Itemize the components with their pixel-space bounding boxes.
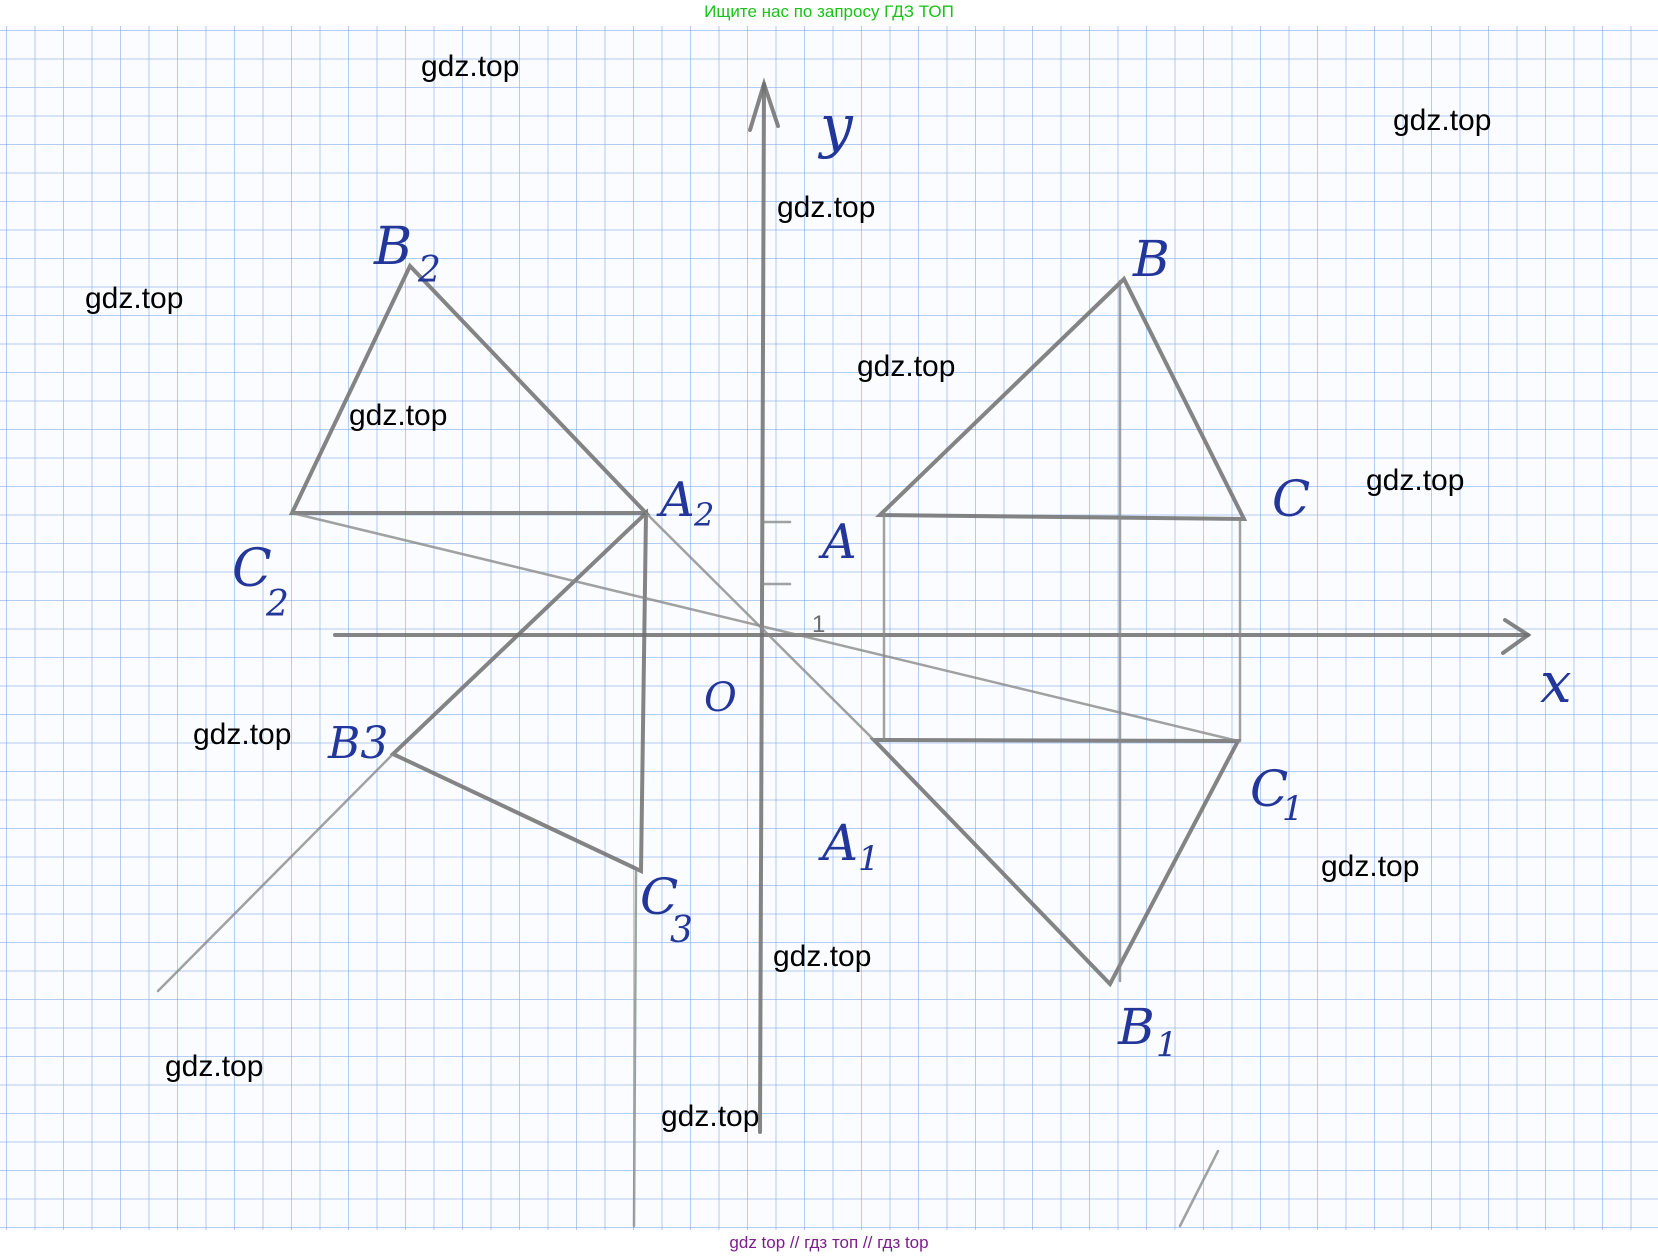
watermark: gdz.top bbox=[1366, 464, 1465, 497]
construction-line-b3-extension bbox=[156, 752, 395, 993]
triangle-a2b2c2 bbox=[288, 262, 651, 515]
watermark: gdz.top bbox=[773, 940, 872, 973]
label-a: A bbox=[818, 514, 857, 570]
watermark: gdz.top bbox=[349, 399, 448, 432]
watermark: gdz.top bbox=[661, 1100, 760, 1133]
label-c: C bbox=[1272, 470, 1310, 528]
x-axis-label: x bbox=[1540, 651, 1572, 716]
triangle-abc bbox=[875, 275, 1248, 522]
label-a1: A bbox=[818, 814, 858, 872]
graph-paper-sheet: y x O 1 B C A A 1 B 1 C 1 A 2 B 2 C 2 B3… bbox=[0, 26, 1658, 1230]
watermark: gdz.top bbox=[1393, 104, 1492, 137]
y-axis-line bbox=[758, 82, 766, 1134]
unit-label: 1 bbox=[812, 611, 825, 638]
origin-label: O bbox=[704, 675, 737, 721]
construction-line-a2-a1 bbox=[644, 511, 876, 742]
label-a2-subscript: 2 bbox=[693, 496, 714, 534]
label-b2: B bbox=[373, 217, 412, 277]
watermark: gdz.top bbox=[193, 718, 292, 751]
y-axis-arrow bbox=[748, 77, 780, 132]
bottom-banner: gdz top // гдз топ // гдз top bbox=[729, 1233, 929, 1252]
label-c2-subscript: 2 bbox=[265, 584, 289, 625]
label-b: B bbox=[1132, 230, 1170, 288]
label-b1-subscript: 1 bbox=[1156, 1025, 1178, 1065]
label-a1-subscript: 1 bbox=[858, 839, 880, 879]
watermark: gdz.top bbox=[85, 282, 184, 315]
label-c1: C bbox=[1250, 760, 1288, 818]
stray-pencil-mark bbox=[1178, 1149, 1220, 1228]
watermark: gdz.top bbox=[857, 350, 956, 383]
construction-line-c3-extension bbox=[632, 869, 638, 1228]
triangle-a1b1c1 bbox=[869, 737, 1242, 988]
label-c3: C bbox=[640, 868, 678, 926]
watermark: gdz.top bbox=[777, 191, 876, 224]
label-c1-subscript: 1 bbox=[1282, 789, 1304, 829]
geometry-drawing: y x O 1 B C A A 1 B 1 C 1 A 2 B 2 C 2 B3… bbox=[156, 77, 1572, 1228]
label-b3: B3 bbox=[327, 718, 388, 769]
label-b2-subscript: 2 bbox=[417, 250, 441, 291]
watermark: gdz.top bbox=[1321, 850, 1420, 883]
triangle-a2b3c3 bbox=[389, 508, 649, 875]
watermark: gdz.top bbox=[421, 50, 520, 83]
y-axis-label: y bbox=[817, 92, 854, 160]
label-a2: A bbox=[656, 472, 695, 528]
label-c2: C bbox=[232, 539, 272, 599]
top-banner: Ищите нас по запросу ГДЗ ТОП bbox=[704, 2, 954, 21]
x-axis-arrow bbox=[1501, 618, 1532, 655]
construction-line-c2-c1 bbox=[290, 511, 1240, 743]
label-b1: B bbox=[1117, 998, 1155, 1056]
watermark: gdz.top bbox=[165, 1050, 264, 1083]
label-c3-subscript: 3 bbox=[670, 910, 693, 951]
